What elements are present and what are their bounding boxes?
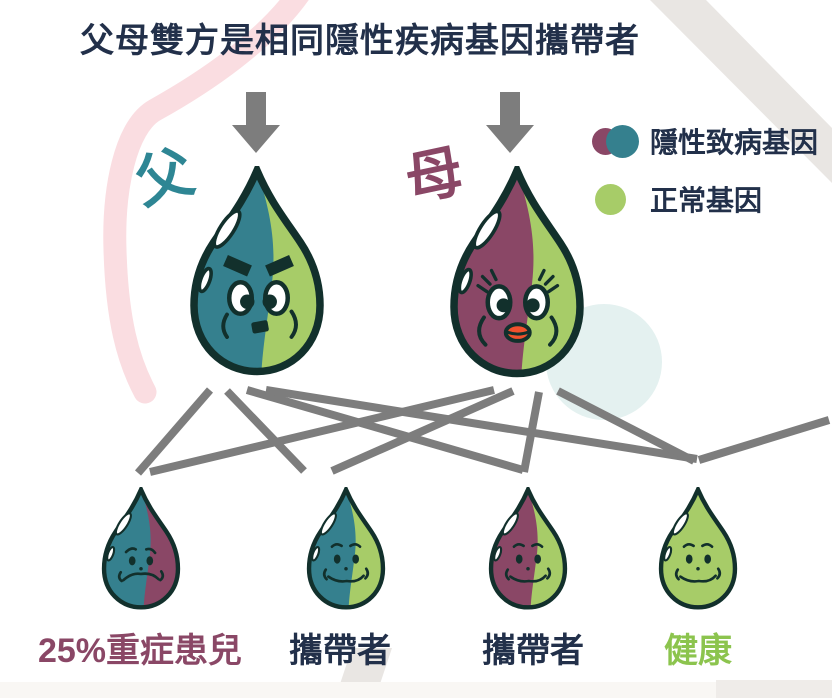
- inheritance-line: [265, 386, 698, 463]
- normal-gene-swatch-icon: [592, 182, 640, 216]
- child-droplet-carrier-1: [302, 487, 390, 610]
- inheritance-line: [556, 387, 696, 465]
- bottom-band-decoration: [0, 682, 832, 698]
- child-label-carrier-2: 攜帶者: [482, 632, 584, 670]
- child-label-carrier-1: 攜帶者: [289, 632, 391, 670]
- child-droplet-healthy: [654, 487, 742, 610]
- inheritance-line: [245, 386, 525, 474]
- down-arrow-mother-icon: [486, 92, 534, 153]
- gray-parallelogram-decoration: [338, 648, 392, 690]
- father-droplet: [182, 166, 332, 376]
- legend-label-recessive-gene: 隱性致病基因: [650, 127, 819, 158]
- inheritance-line: [697, 416, 831, 464]
- inheritance-line: [520, 391, 543, 473]
- child-label-affected: 25%重症患兒: [37, 632, 243, 670]
- legend-label-normal-gene: 正常基因: [650, 185, 763, 216]
- down-arrow-father-icon: [232, 92, 280, 153]
- inheritance-lines: [134, 386, 831, 476]
- inheritance-line: [149, 386, 495, 476]
- child-droplet-affected: [97, 487, 185, 610]
- bottom-right-corner-decoration: [716, 680, 832, 698]
- child-label-healthy: 健康: [664, 632, 732, 670]
- mother-droplet: [442, 166, 592, 378]
- page-title: 父母雙方是相同隱性疾病基因攜帶者: [80, 22, 640, 60]
- inheritance-line: [224, 388, 307, 474]
- inheritance-line: [134, 387, 214, 476]
- legend-item-recessive-gene: 隱性致病基因: [592, 124, 818, 158]
- legend: 隱性致病基因 正常基因: [592, 124, 818, 240]
- pink-curve-decoration: [103, 0, 309, 404]
- legend-item-normal-gene: 正常基因: [592, 182, 818, 216]
- inheritance-line: [330, 387, 515, 475]
- diagonal-band-decoration: [650, 0, 832, 183]
- child-droplet-carrier-2: [484, 487, 572, 610]
- recessive-gene-swatch-icon: [592, 124, 640, 158]
